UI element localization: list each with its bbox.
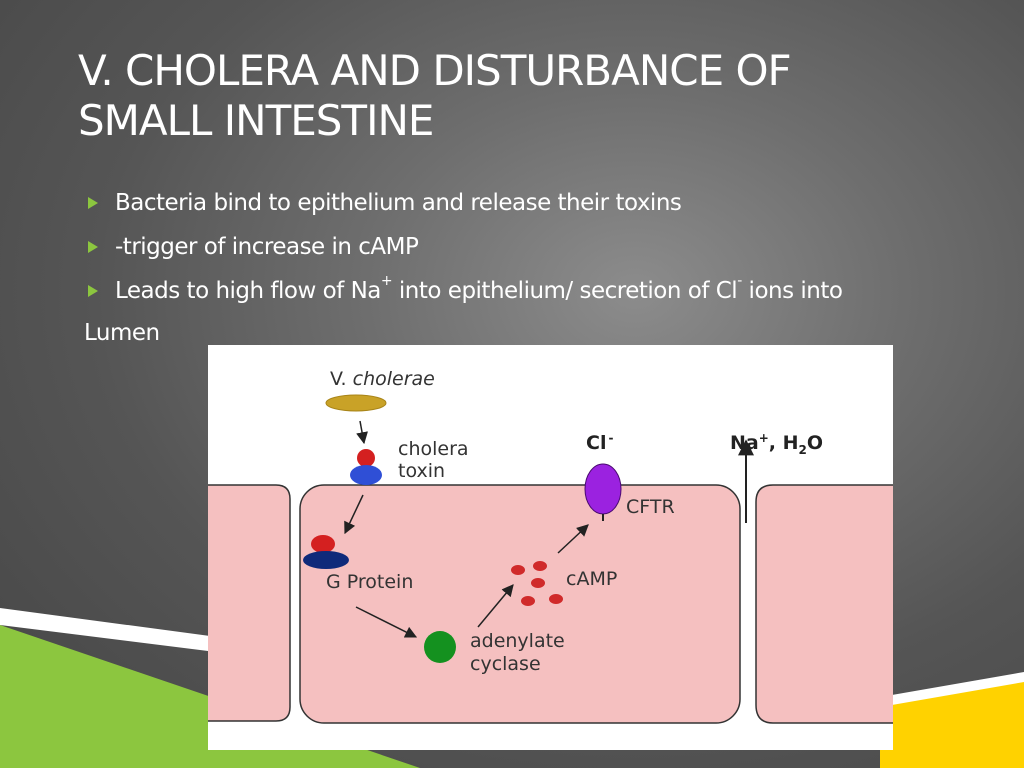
gprotein-navy-subunit xyxy=(303,551,349,569)
bullet-3-mid: into epithelium/ secretion of Cl xyxy=(392,278,738,304)
gprotein-label: G Protein xyxy=(326,571,413,593)
slide-title: V. CHOLERA AND DISTURBANCE OF SMALL INTE… xyxy=(78,46,958,147)
adenylate-cyclase-molecule xyxy=(424,631,456,663)
cholera-diagram: V. cholerae cholera toxin G Protein aden… xyxy=(208,345,893,750)
na-h2o-label: Na+, H2O xyxy=(730,431,823,457)
bullet-continuation: Lumen xyxy=(84,320,160,346)
bullet-text-1: Bacteria bind to epithelium and release … xyxy=(115,190,682,216)
bullet-arrow-icon xyxy=(88,285,98,297)
vcholerae-label: V. cholerae xyxy=(330,368,435,390)
center-cell xyxy=(299,484,741,724)
adenylate-label-line-2: cyclase xyxy=(470,653,541,675)
camp-molecules xyxy=(511,561,563,606)
arrow-gprotein-to-adenylate xyxy=(355,606,418,638)
bullet-item-2: -trigger of increase in cAMP xyxy=(88,232,988,262)
cftr-label: CFTR xyxy=(626,496,675,518)
gprotein-red-subunit xyxy=(311,535,335,553)
diagram-canvas: V. cholerae cholera toxin G Protein aden… xyxy=(208,368,893,724)
toxin-a-subunit xyxy=(357,449,375,467)
bullet-arrow-icon xyxy=(88,197,98,209)
bullet-list: Bacteria bind to epithelium and release … xyxy=(88,188,988,320)
toxin-b-subunit xyxy=(350,465,382,485)
bullet-3-post: ions into xyxy=(741,278,843,304)
bullet-3-sup-minus: - xyxy=(737,273,742,290)
arrow-adenylate-to-camp xyxy=(477,584,514,628)
camp-dot xyxy=(531,578,545,588)
cftr-channel xyxy=(584,463,622,515)
camp-dot xyxy=(521,596,535,606)
toxin-label-line-2: toxin xyxy=(398,460,445,482)
camp-dot xyxy=(549,594,563,604)
white-stripe xyxy=(0,608,240,655)
bullet-arrow-icon xyxy=(88,241,98,253)
left-cell xyxy=(208,484,291,722)
arrow-camp-to-cftr xyxy=(557,524,589,554)
title-line-2: SMALL INTESTINE xyxy=(78,96,434,146)
toxin-label-line-1: cholera xyxy=(398,438,469,460)
camp-dot xyxy=(511,565,525,575)
yellow-stripe xyxy=(880,680,1024,768)
bullet-item-1: Bacteria bind to epithelium and release … xyxy=(88,188,988,218)
camp-dot xyxy=(533,561,547,571)
adenylate-label-line-1: adenylate xyxy=(470,630,565,652)
bullet-item-3: Leads to high flow of Na+ into epitheliu… xyxy=(88,274,988,306)
camp-label: cAMP xyxy=(566,568,617,590)
vcholerae-bacterium xyxy=(325,394,387,412)
white-stripe-right xyxy=(880,672,1024,707)
right-cell xyxy=(755,484,893,724)
arrow-toxin-to-gprotein xyxy=(344,494,364,535)
bullet-text-2: -trigger of increase in cAMP xyxy=(115,234,419,260)
bullet-text-3: Leads to high flow of Na+ into epitheliu… xyxy=(115,274,843,304)
arrow-bacterium-to-toxin xyxy=(356,420,368,445)
bullet-3-pre: Leads to high flow of Na xyxy=(115,278,381,304)
cl-label: Cl- xyxy=(586,431,613,454)
title-line-1: V. CHOLERA AND DISTURBANCE OF xyxy=(78,46,792,95)
bullet-3-sup-plus: + xyxy=(380,273,393,290)
